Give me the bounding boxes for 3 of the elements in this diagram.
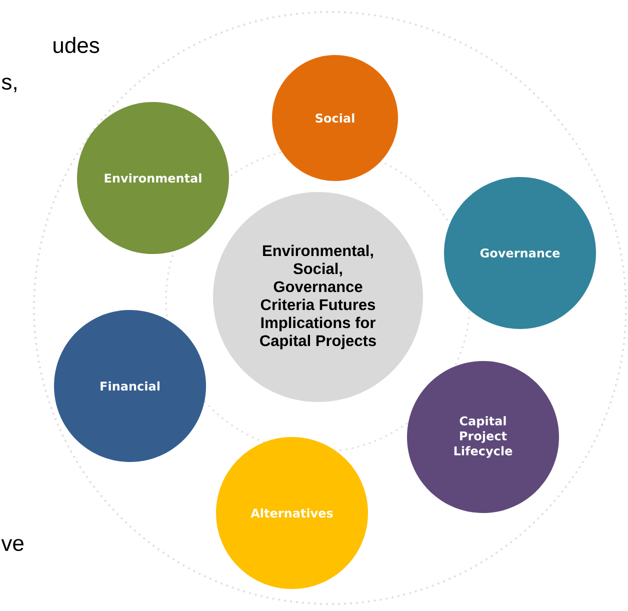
text-fragment: ve — [1, 538, 24, 552]
text-fragment: s, — [2, 78, 16, 92]
text-fragment: udes — [54, 36, 100, 54]
